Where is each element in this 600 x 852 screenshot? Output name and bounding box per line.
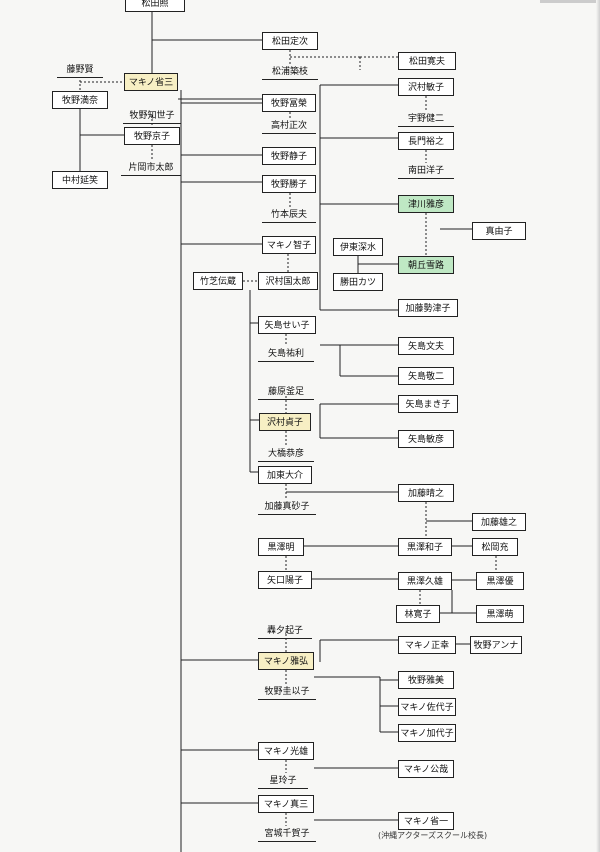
person-node: マキノ智子 xyxy=(262,236,316,254)
person-node: 沢村貞子 xyxy=(259,413,311,431)
person-node: 矢島敬二 xyxy=(398,367,454,385)
person-node: 片岡市太郎 xyxy=(121,160,181,176)
person-node: マキノ加代子 xyxy=(398,724,456,742)
person-node: 南田洋子 xyxy=(398,163,454,179)
person-node: 矢島敏彦 xyxy=(398,430,454,448)
person-node: 松岡充 xyxy=(472,538,518,556)
person-node: 宮城千賀子 xyxy=(258,826,316,842)
person-node: 真由子 xyxy=(472,222,526,240)
person-node: 松田寛夫 xyxy=(398,52,456,70)
person-node: 牧野満奈 xyxy=(52,91,108,109)
person-node: 牧野雅美 xyxy=(398,671,454,689)
person-node: 牧野静子 xyxy=(262,147,316,165)
person-node: 長門裕之 xyxy=(398,132,454,150)
person-node: 松田定次 xyxy=(262,32,318,50)
person-node: 朝丘雪路 xyxy=(398,256,454,274)
person-node: 竹芝伝蔵 xyxy=(193,272,243,290)
person-node: 藤原釜足 xyxy=(258,384,314,400)
person-node: 黒澤優 xyxy=(476,572,524,590)
person-node: 黒澤久雄 xyxy=(398,572,452,590)
person-node: 沢村敏子 xyxy=(398,78,454,96)
person-node: 津川雅彦 xyxy=(398,195,454,213)
person-node: 加東大介 xyxy=(258,466,312,484)
annotation-note: (沖縄アクターズスクール校長) xyxy=(378,831,488,840)
person-node: 宇野健二 xyxy=(398,111,454,127)
person-node: 高村正次 xyxy=(262,118,316,134)
person-node: マキノ省三 xyxy=(124,73,178,91)
person-node: 黒澤萌 xyxy=(476,605,524,623)
person-node: 矢口陽子 xyxy=(258,571,312,589)
person-node: 藤野賢 xyxy=(57,62,103,78)
person-node: 黒澤明 xyxy=(258,538,304,556)
person-node: マキノ雅弘 xyxy=(258,652,314,670)
person-node: マキノ光雄 xyxy=(258,742,314,760)
person-node: 牧野圭以子 xyxy=(258,684,316,700)
person-node: 加藤晴之 xyxy=(398,484,454,502)
person-node: 伊東深水 xyxy=(333,238,383,256)
person-node: 牧野勝子 xyxy=(262,175,316,193)
person-node: 竹本辰夫 xyxy=(262,207,316,223)
person-node: 牧野アンナ xyxy=(470,636,522,654)
paper-edge-right xyxy=(596,0,600,852)
person-node: 矢島せい子 xyxy=(258,316,316,334)
person-node: 勝田カツ xyxy=(333,273,383,291)
person-node: 黒澤和子 xyxy=(398,538,452,556)
person-node: 轟夕起子 xyxy=(258,623,312,639)
person-node: マキノ省一 xyxy=(398,812,454,830)
person-node: 松浦築枝 xyxy=(262,64,318,80)
person-node: 沢村国太郎 xyxy=(258,272,318,290)
person-node: 中村延笑 xyxy=(52,171,108,189)
person-node: 林寛子 xyxy=(396,605,440,623)
person-node: マキノ公哉 xyxy=(398,760,454,778)
person-node: 松田照 xyxy=(125,0,185,12)
person-node: 星玲子 xyxy=(258,773,308,789)
person-node: マキノ真三 xyxy=(258,795,314,813)
person-node: 加藤勢津子 xyxy=(398,299,458,317)
person-node: 矢島祐利 xyxy=(258,346,314,362)
person-node: 加藤真砂子 xyxy=(258,499,316,515)
person-node: マキノ佐代子 xyxy=(398,698,456,716)
person-node: 矢島文夫 xyxy=(398,337,454,355)
person-node: 牧野冨榮 xyxy=(262,94,316,112)
person-node: 矢島まき子 xyxy=(398,395,458,413)
person-node: 大橋恭彦 xyxy=(258,446,314,462)
paper-edge-top xyxy=(540,0,600,3)
person-node: 牧野知世子 xyxy=(123,108,181,124)
person-node: 牧野京子 xyxy=(124,127,180,145)
person-node: 加藤雄之 xyxy=(472,513,526,531)
person-node: マキノ正幸 xyxy=(398,636,456,654)
